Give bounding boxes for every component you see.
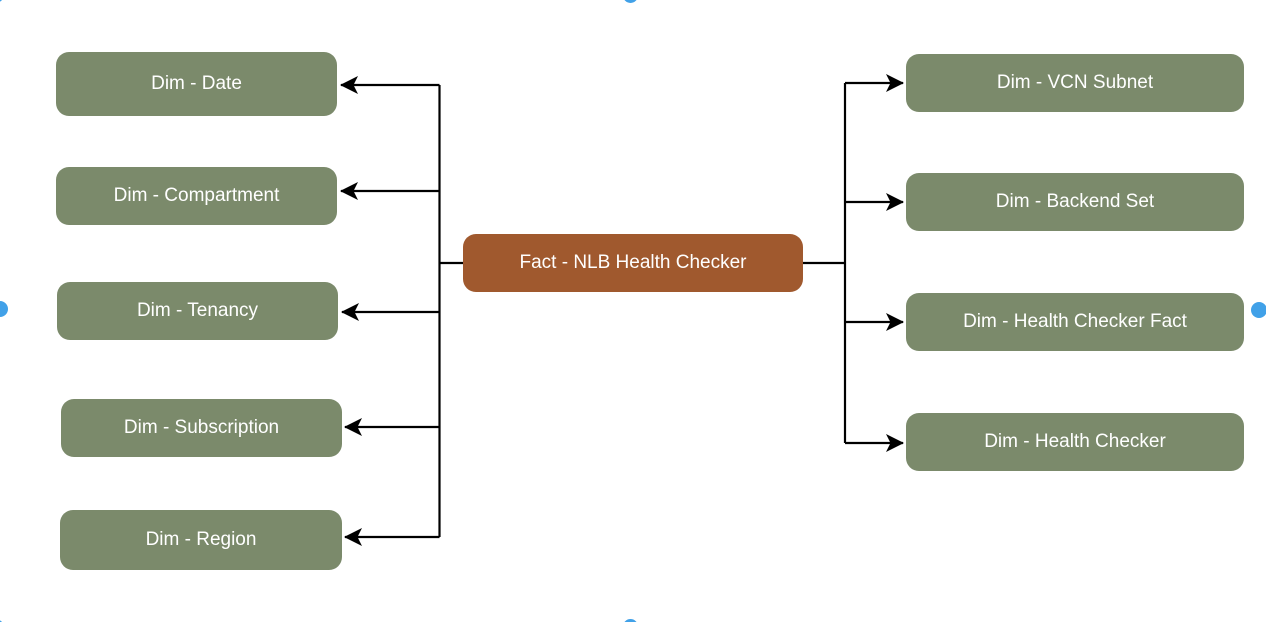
node-dim-vcn-subnet[interactable]: Dim - VCN Subnet: [906, 54, 1244, 112]
connection-handle-bottom-left-icon[interactable]: [0, 620, 3, 622]
node-label: Dim - Region: [145, 528, 257, 550]
node-label: Dim - Compartment: [113, 184, 280, 206]
node-dim-date[interactable]: Dim - Date: [56, 52, 337, 116]
node-label: Fact - NLB Health Checker: [519, 251, 747, 273]
connection-handle-top-icon[interactable]: [623, 0, 638, 3]
connection-handle-left-icon[interactable]: [0, 301, 8, 317]
node-dim-subscription[interactable]: Dim - Subscription: [61, 399, 342, 457]
connection-handle-top-left-icon[interactable]: [0, 0, 3, 2]
node-dim-health-checker-fact[interactable]: Dim - Health Checker Fact: [906, 293, 1244, 351]
connection-handle-bottom-icon[interactable]: [623, 619, 638, 622]
node-label: Dim - Health Checker Fact: [963, 310, 1187, 332]
node-dim-tenancy[interactable]: Dim - Tenancy: [57, 282, 338, 340]
node-dim-compartment[interactable]: Dim - Compartment: [56, 167, 337, 225]
node-label: Dim - Health Checker: [984, 430, 1166, 452]
node-label: Dim - Tenancy: [136, 299, 259, 321]
connection-handle-right-icon[interactable]: [1251, 302, 1266, 318]
node-dim-region[interactable]: Dim - Region: [60, 510, 342, 570]
node-label: Dim - VCN Subnet: [996, 71, 1154, 93]
node-label: Dim - Date: [151, 72, 242, 94]
node-label: Dim - Backend Set: [995, 190, 1155, 212]
node-label: Dim - Subscription: [123, 416, 280, 438]
node-dim-backend-set[interactable]: Dim - Backend Set: [906, 173, 1244, 231]
node-dim-health-checker[interactable]: Dim - Health Checker: [906, 413, 1244, 471]
node-fact-nlb-health-checker[interactable]: Fact - NLB Health Checker: [463, 234, 803, 292]
